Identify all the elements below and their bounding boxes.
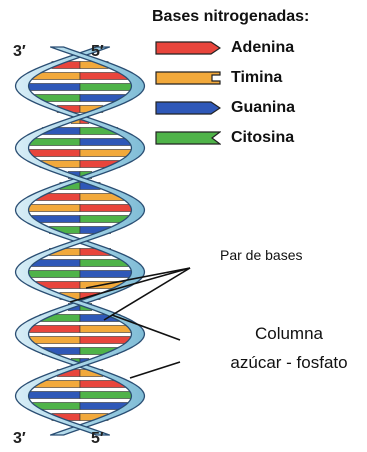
legend-title: Bases nitrogenadas: (152, 8, 309, 26)
base-pair-half-right (80, 271, 138, 278)
base-pair-half-left (22, 392, 80, 399)
adenina-swatch-icon (155, 41, 221, 55)
legend-item-adenina: Adenina (155, 37, 294, 59)
base-pair-annotation: Par de bases (220, 247, 303, 263)
legend-label-citosina: Citosina (231, 129, 294, 147)
strand-end-label-top-right: 5′ (91, 43, 104, 61)
legend-item-guanina: Guanina (155, 97, 295, 119)
legend-label-timina: Timina (231, 69, 282, 87)
backbone-annotation: Columna azúcar - fosfato (214, 319, 364, 377)
citosina-swatch-icon (155, 131, 221, 145)
timina-swatch-icon (155, 71, 221, 85)
legend-label-guanina: Guanina (231, 99, 295, 117)
legend-item-citosina: Citosina (155, 127, 294, 149)
guanina-swatch-icon (155, 101, 221, 115)
base-pair-half-right (80, 205, 138, 212)
legend-label-adenina: Adenina (231, 39, 294, 57)
base-pair-half-left (22, 205, 80, 212)
base-pair-half-right (80, 84, 138, 91)
strand-end-label-top-left: 3′ (13, 43, 26, 61)
strand-end-label-bottom-right: 5′ (91, 430, 104, 448)
backbone-annotation-line-1: Columna (214, 319, 364, 348)
base-pair-half-left (22, 271, 80, 278)
base-pair-half-right (80, 392, 138, 399)
backbone-annotation-line-2: azúcar - fosfato (214, 348, 364, 377)
legend-item-timina: Timina (155, 67, 282, 89)
base-pair-half-left (22, 84, 80, 91)
backbone-pointer-line-2 (130, 362, 180, 378)
strand-end-label-bottom-left: 3′ (13, 430, 26, 448)
